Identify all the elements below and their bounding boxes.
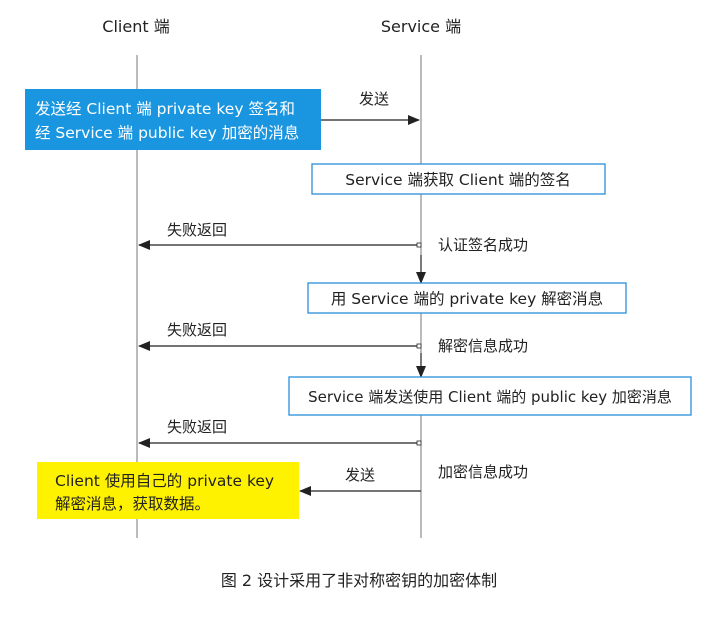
client-send-box-line2: 经 Service 端 public key 加密的消息 — [35, 124, 299, 142]
fail-label-3: 失败返回 — [167, 418, 227, 436]
fail-label-1: 失败返回 — [167, 221, 227, 239]
figure-caption: 图 2 设计采用了非对称密钥的加密体制 — [221, 571, 497, 590]
decrypt-private-box — [307, 282, 627, 314]
lane-title-client: Client 端 — [102, 17, 169, 36]
client-send-box-line1: 发送经 Client 端 private key 签名和 — [35, 100, 295, 118]
send-label-2: 发送 — [345, 466, 375, 484]
encrypt-ok-label: 加密信息成功 — [438, 463, 528, 481]
client-decrypt-box — [37, 462, 299, 519]
get-signature-box — [311, 163, 606, 195]
client-send-box — [25, 89, 321, 150]
send-label-1: 发送 — [359, 90, 389, 108]
get-signature-text: Service 端获取 Client 端的签名 — [345, 171, 570, 189]
encrypt-client-public-box — [288, 376, 692, 416]
encrypt-client-public-text: Service 端发送使用 Client 端的 public key 加密消息 — [308, 388, 672, 406]
fail-label-2: 失败返回 — [167, 321, 227, 339]
verify-ok-label: 认证签名成功 — [438, 236, 528, 254]
decrypt-private-text: 用 Service 端的 private key 解密消息 — [331, 290, 603, 308]
client-decrypt-line2: 解密消息，获取数据。 — [55, 495, 210, 513]
client-decrypt-line1: Client 使用自己的 private key — [55, 472, 274, 490]
decrypt-ok-label: 解密信息成功 — [438, 337, 528, 355]
lane-title-service: Service 端 — [381, 17, 461, 36]
